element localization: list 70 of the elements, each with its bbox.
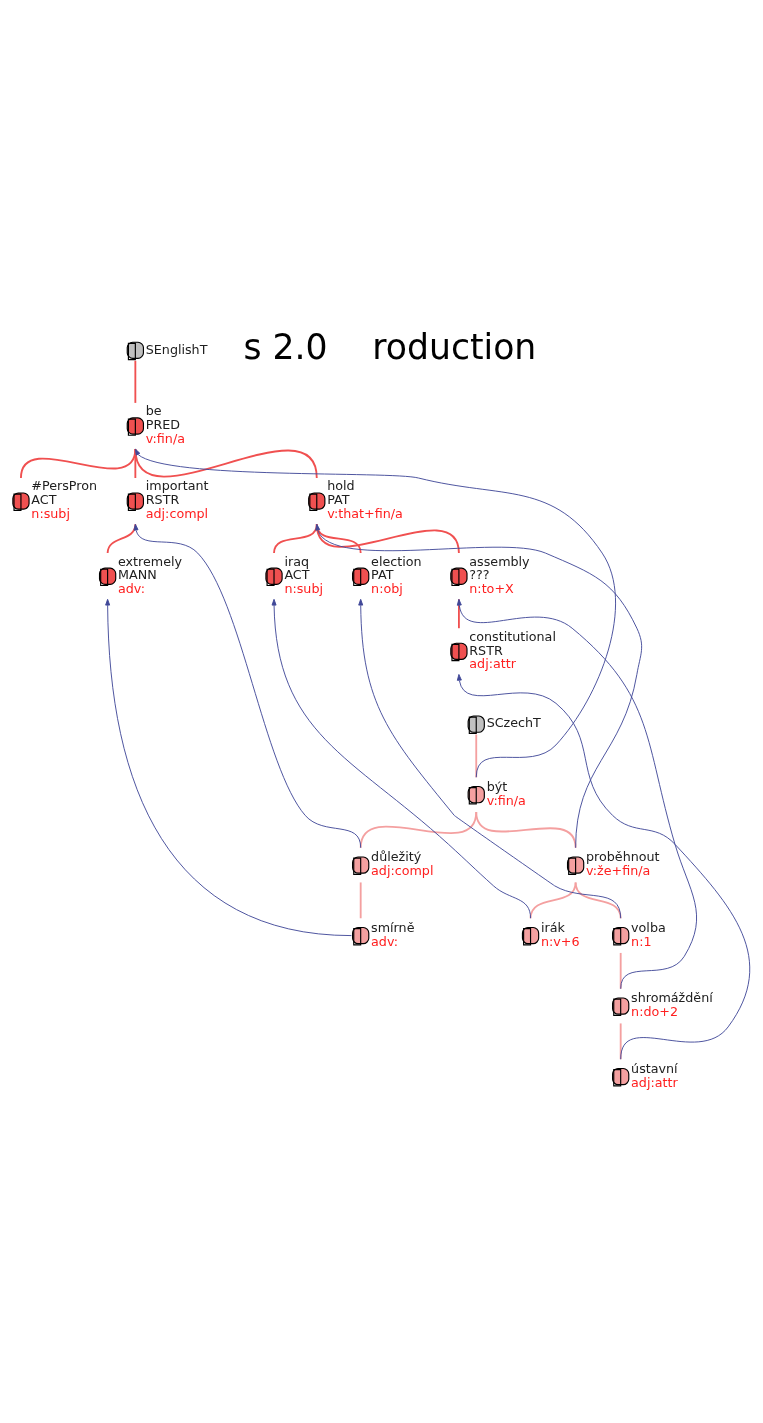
arrow <box>456 673 750 1060</box>
node-label: v:fin/a <box>486 792 526 808</box>
node-label: smírně <box>371 919 415 935</box>
node-label: adv: <box>371 933 399 949</box>
node-label: irák <box>540 919 565 935</box>
connector <box>574 881 622 919</box>
node-label: shromáždění <box>631 989 713 1005</box>
connector <box>106 522 137 554</box>
arrow <box>358 598 622 919</box>
label: s 2.0 <box>243 326 328 367</box>
connector <box>134 447 318 479</box>
connector <box>134 447 137 479</box>
node-label: n:v+6 <box>540 933 580 949</box>
node-label: adv: <box>118 580 145 596</box>
node-label: v:that+fin/a <box>327 505 403 521</box>
arrow <box>133 523 362 848</box>
node-label: n:to+X <box>469 580 514 596</box>
node-label: ??? <box>469 566 490 582</box>
connector <box>134 359 137 404</box>
node-label: ACT <box>284 566 310 582</box>
node-label: v:fin/a <box>145 430 185 446</box>
node-label: #PersPron <box>31 477 98 493</box>
node-label: extremely <box>118 553 183 569</box>
node-label: RSTR <box>145 491 180 507</box>
node-label: iraq <box>284 553 310 569</box>
node-label: assembly <box>469 553 530 569</box>
connector <box>619 1022 622 1060</box>
node-label: n:subj <box>284 580 324 596</box>
node-label: PRED <box>145 416 181 432</box>
arrow <box>271 598 531 919</box>
node-label: n:do+2 <box>631 1003 678 1019</box>
node-label: PAT <box>327 491 350 507</box>
connector <box>619 951 622 990</box>
node-label: be <box>145 402 162 418</box>
node-label: MANN <box>118 566 157 582</box>
node-label: n:obj <box>371 580 403 596</box>
node-label: election <box>371 553 422 569</box>
connector <box>359 881 362 919</box>
connector <box>315 522 362 554</box>
connector <box>475 810 577 849</box>
node-label: adj:compl <box>371 862 434 878</box>
arrow <box>134 448 616 778</box>
node-label: adj:attr <box>631 1074 678 1090</box>
connector <box>475 733 478 778</box>
node-label: RSTR <box>469 642 503 658</box>
connector <box>457 597 460 629</box>
arrow <box>105 598 352 936</box>
node-label: constitutional <box>469 628 556 644</box>
node-label: ústavní <box>631 1060 678 1076</box>
node-label: v:že+fin/a <box>586 862 651 878</box>
node-label: n:1 <box>631 933 652 949</box>
node-label: adj:compl <box>145 505 209 521</box>
node-label: SCzechT <box>486 714 541 730</box>
node-label: proběhnout <box>586 848 660 864</box>
connector <box>529 881 577 919</box>
node-label: být <box>486 778 508 794</box>
arrow <box>456 598 698 989</box>
node-label: hold <box>327 477 355 493</box>
label: roduction <box>372 326 537 367</box>
node-label: important <box>145 477 209 493</box>
node-label: důležitý <box>371 848 422 864</box>
node-label: volba <box>631 919 666 935</box>
connector <box>20 447 137 479</box>
node-label: n:subj <box>31 505 70 521</box>
node-label: SEnglishT <box>145 341 208 357</box>
arrow <box>315 523 643 848</box>
node-label: adj:attr <box>469 655 516 671</box>
node-label: ACT <box>31 491 57 507</box>
connector <box>315 522 460 554</box>
node-label: PAT <box>371 566 394 582</box>
